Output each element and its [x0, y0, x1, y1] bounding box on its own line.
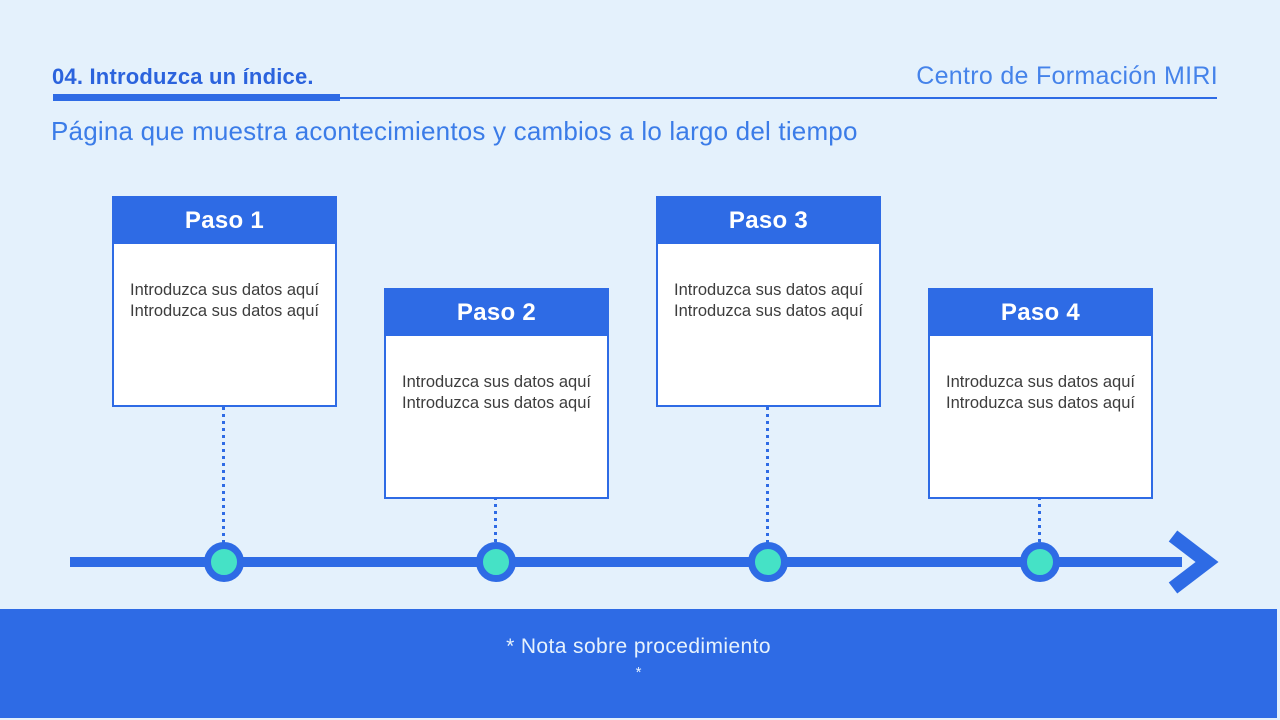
placeholder-text: Introduzca sus datos aquí — [402, 373, 591, 391]
step-card-4-title: Paso 4 — [930, 290, 1151, 336]
title-underline-thick — [53, 94, 340, 101]
step-card-1-title: Paso 1 — [114, 198, 335, 244]
slide-subtitle: Página que muestra acontecimientos y cam… — [51, 116, 858, 146]
timeline-dot-2 — [476, 542, 516, 582]
timeline-line — [70, 557, 1182, 567]
step-card-4: Paso 4 Introduzca sus datos aquí Introdu… — [928, 288, 1153, 499]
step-card-3-body: Introduzca sus datos aquí Introduzca sus… — [658, 244, 879, 322]
arrow-right-icon — [1168, 530, 1219, 594]
step-card-3: Paso 3 Introduzca sus datos aquí Introdu… — [656, 196, 881, 407]
timeline-dot-4 — [1020, 542, 1060, 582]
placeholder-text: Introduzca sus datos aquí — [674, 302, 863, 320]
footer-note: * Nota sobre procedimiento — [506, 635, 771, 658]
step-card-3-title: Paso 3 — [658, 198, 879, 244]
timeline-dot-1 — [204, 542, 244, 582]
connector-dotted-line-1 — [222, 407, 225, 544]
placeholder-text: Introduzca sus datos aquí — [402, 394, 591, 412]
title-underline-thin — [340, 97, 1217, 99]
step-card-1-body: Introduzca sus datos aquí Introduzca sus… — [114, 244, 335, 322]
placeholder-text: Introduzca sus datos aquí — [946, 373, 1135, 391]
brand-title: Centro de Formación MIRI — [916, 62, 1218, 90]
footer-bar: * Nota sobre procedimiento * — [0, 609, 1277, 718]
step-card-2: Paso 2 Introduzca sus datos aquí Introdu… — [384, 288, 609, 499]
placeholder-text: Introduzca sus datos aquí — [674, 281, 863, 299]
step-card-2-title: Paso 2 — [386, 290, 607, 336]
step-card-2-body: Introduzca sus datos aquí Introduzca sus… — [386, 336, 607, 414]
placeholder-text: Introduzca sus datos aquí — [130, 302, 319, 320]
connector-dotted-line-2 — [494, 497, 497, 544]
placeholder-text: Introduzca sus datos aquí — [946, 394, 1135, 412]
connector-dotted-line-4 — [1038, 497, 1041, 544]
footer-asterisk: * — [635, 664, 642, 681]
step-card-4-body: Introduzca sus datos aquí Introduzca sus… — [930, 336, 1151, 414]
connector-dotted-line-3 — [766, 407, 769, 544]
placeholder-text: Introduzca sus datos aquí — [130, 281, 319, 299]
page-title: 04. Introduzca un índice. — [52, 64, 314, 89]
step-card-1: Paso 1 Introduzca sus datos aquí Introdu… — [112, 196, 337, 407]
timeline-dot-3 — [748, 542, 788, 582]
